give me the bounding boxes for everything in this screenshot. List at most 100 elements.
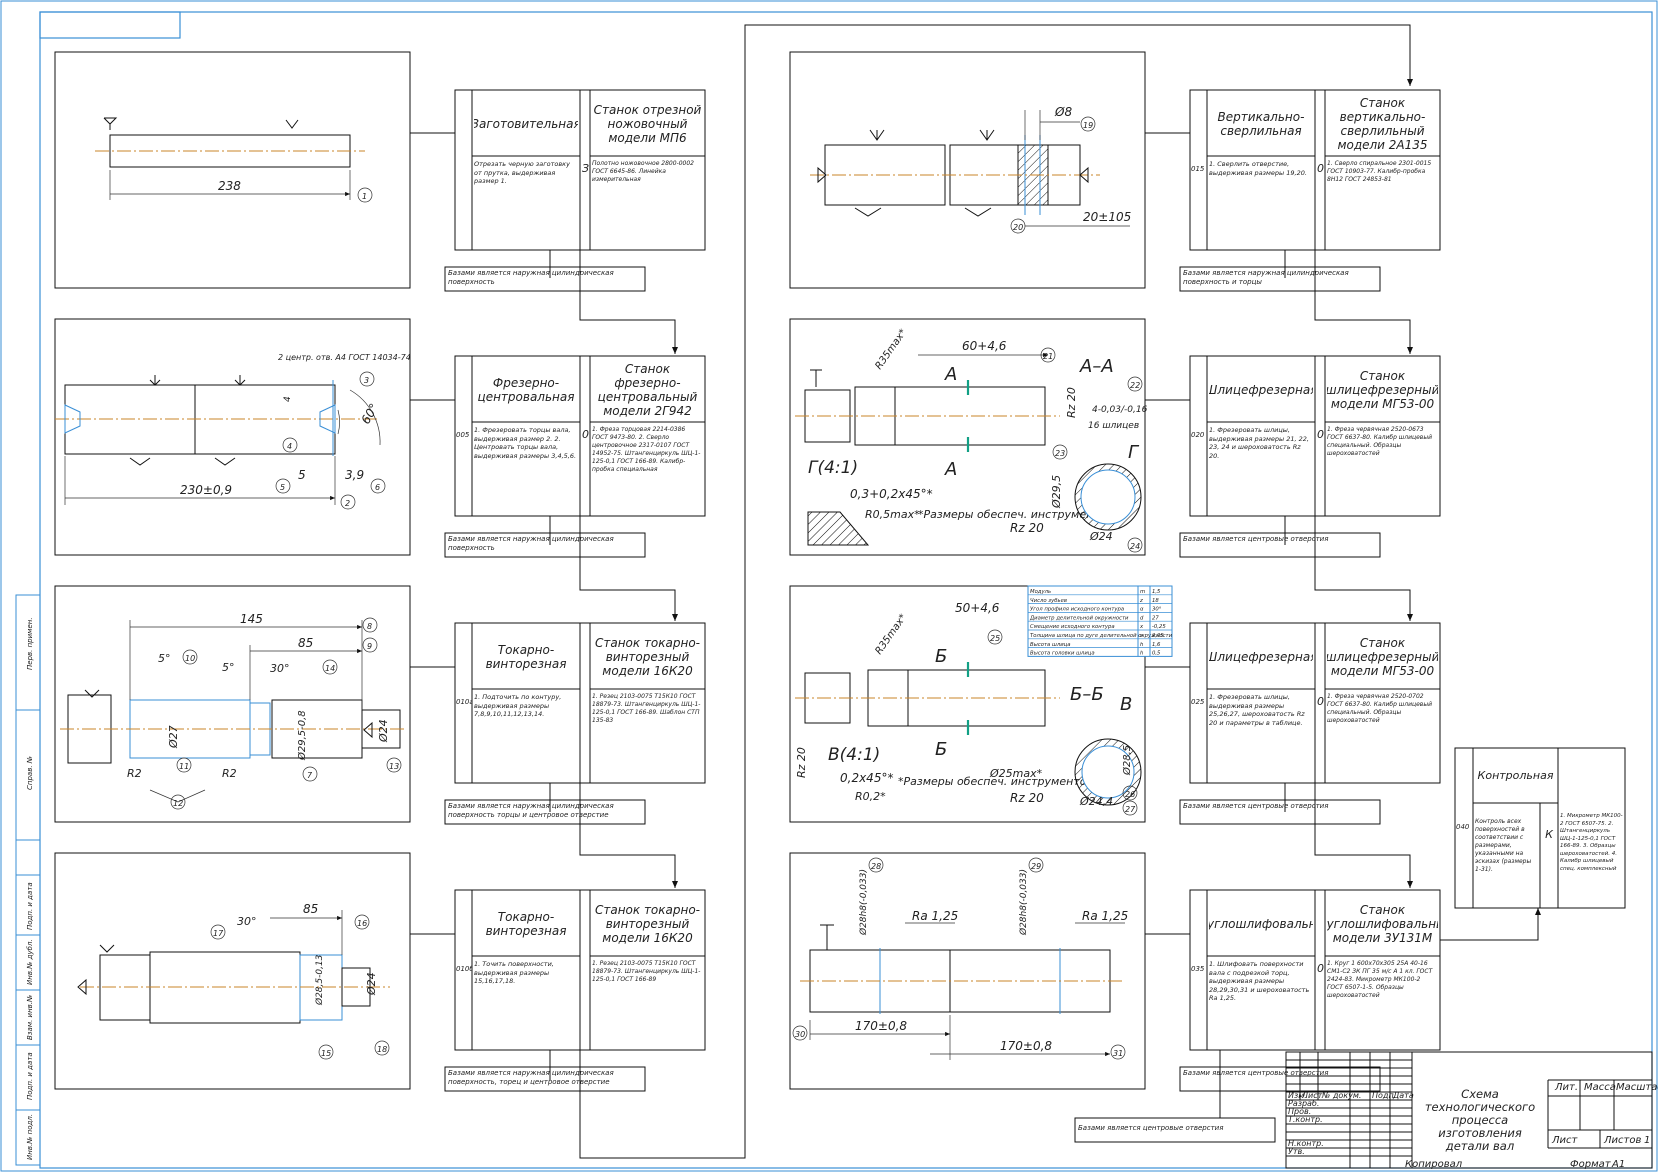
s6-r35: R35max* [873, 327, 909, 371]
op-machine-5: Станок шлицефрезерный модели МГ53-00 [1327, 368, 1438, 411]
ptable-cell-3-1: d [1140, 615, 1144, 621]
op-mode-2 [581, 695, 590, 709]
op-mode-control: К [1545, 828, 1553, 841]
op-card-control [1454, 747, 1626, 909]
base-note-4: Базами является наружная цилиндрическая … [1183, 269, 1349, 286]
op-code-5: 020 [1191, 431, 1205, 439]
ptable-cell-7-1: h [1140, 651, 1143, 657]
base-note-final: Базами является центровые отверстия [1078, 1124, 1224, 1132]
s6-note: *Размеры обеспеч. инструментом [918, 508, 1115, 521]
op-machine-7: Станок круглошлифовальный модели 3У131М [1327, 902, 1438, 945]
s8-n31: 31 [1113, 1049, 1123, 1058]
sketch-2: 2 центр. отв. А4 ГОСТ 14034-74 60° 230±0… [55, 353, 411, 510]
side-stamp-2: Взам. инв.№ [26, 995, 34, 1040]
op-card-7 [1189, 889, 1441, 1051]
s3-r2a: R2 [127, 767, 142, 780]
op-code-0 [456, 165, 472, 177]
s7-secBB: Б–Б [1070, 684, 1104, 705]
sketch-5: Ø8 20±105 19 20 [810, 105, 1131, 234]
s3-n8: 8 [367, 622, 372, 631]
s6-n24: 24 [1130, 542, 1140, 551]
s3-d145: 145 [240, 612, 263, 626]
op-mode-3 [581, 962, 590, 976]
s3-n9: 9 [367, 642, 372, 651]
s6-secAA: А–А [1079, 356, 1114, 377]
s2-n5: 5 [280, 483, 285, 492]
op-tools-5: 1. Фреза червячная 2520-0673 ГОСТ 6637-8… [1327, 426, 1432, 457]
s3-a5b: 5° [222, 661, 235, 674]
op-name-4: Вертикально-сверлильная [1217, 109, 1305, 138]
side-stamp-3: Инв.№ дубл. [26, 939, 34, 985]
s3-n11: 11 [179, 762, 189, 771]
ptable-cell-1-0: Число зубьев [1030, 598, 1067, 604]
s4-d24: Ø24 [365, 972, 378, 996]
s7-v41: В(4:1) [828, 745, 880, 765]
op-card-2 [454, 622, 706, 784]
op-tools-0: Полотно ножовочное 2800-0002 ГОСТ 6645-8… [592, 160, 695, 183]
s3-n13: 13 [389, 762, 399, 771]
s2-note: 2 центр. отв. А4 ГОСТ 14034-74 [278, 353, 411, 362]
s8-ra1: Ra 1,25 [912, 909, 958, 923]
op-machine-1: Станок фрезерно-центровальный модели 2Г9… [597, 362, 698, 417]
op-name-1: Фрезерно-центровальная [477, 375, 575, 404]
s7-d285: Ø28,5 [1121, 745, 1133, 776]
base-note-frame-1 [444, 532, 646, 558]
s5-d20: 20±105 [1083, 210, 1131, 224]
s3-n12: 12 [173, 799, 183, 808]
op-name-6: Шлицефрезерная [1209, 649, 1313, 664]
tb-sheet: Лист [1551, 1135, 1579, 1146]
tb-masshtab: Масштаб [1616, 1081, 1658, 1093]
s1-n1: 1 [362, 192, 367, 201]
op-machine-4: Станок вертикально-сверлильный модели 2А… [1337, 96, 1428, 151]
tb-sheets-count: 1 [1644, 1135, 1650, 1146]
ptable-cell-0-2: 1,5 [1152, 589, 1161, 595]
tb-utv: Утв. [1288, 1147, 1305, 1156]
tb-massa: Масса [1584, 1082, 1616, 1093]
op-tools-3: 1. Резец 2103-0075 Т15К10 ГОСТ 18879-73.… [592, 960, 701, 983]
s6-g41: Г(4:1) [808, 458, 858, 478]
op-content-5: 1. Фрезеровать шлицы, выдерживая размеры… [1209, 426, 1309, 460]
sketch-1: 238 1 [95, 117, 373, 203]
op-card-3 [454, 889, 706, 1051]
sketch-3: 145 85 5° 5° 30° Ø27 Ø29,5-0,8 Ø24 R2 R2… [60, 612, 405, 810]
op-mode-4: 0 [1317, 162, 1324, 175]
tb-copied: Копировал [1405, 1159, 1463, 1170]
base-note-frame-6 [1179, 799, 1381, 825]
s3-n10: 10 [185, 654, 195, 663]
op-mode-1: 0 [582, 428, 589, 441]
side-stamp-4: Подп. и дата [26, 882, 34, 930]
op-tools-2: 1. Резец 2103-0075 Т15К10 ГОСТ 18879-73.… [592, 693, 701, 724]
op-tools-7: 1. Круг 1 600х70х305 25А 40-16 СМ1-С2 ЗК… [1327, 960, 1433, 999]
s4-n16: 16 [357, 919, 367, 928]
base-note-frame-0 [444, 266, 646, 292]
s7-v: В [1120, 694, 1132, 715]
ptable-cell-1-1: z [1139, 598, 1143, 604]
tb-sign: Подп. [1372, 1091, 1396, 1100]
s7-n27: 27 [1125, 805, 1136, 814]
op-content-6: 1. Фрезеровать шлицы, выдерживая размеры… [1209, 693, 1305, 727]
ptable-cell-7-2: 0,5 [1152, 651, 1161, 657]
s2-n3: 3 [364, 376, 369, 385]
s1-len: 238 [218, 179, 241, 193]
s7-secB1: Б [935, 646, 947, 667]
ptable-cell-0-0: Модуль [1030, 589, 1051, 595]
s6-d60: 60+4,6 [962, 339, 1007, 353]
base-note-1: Базами является наружная цилиндрическая … [448, 535, 614, 552]
s6-secA1: А [944, 364, 957, 385]
op-tools-1: 1. Фреза торцовая 2214-0386 ГОСТ 9473-80… [592, 426, 701, 473]
op-code-2: 010а [456, 698, 472, 706]
s7-r02: R0,2* [855, 790, 886, 803]
s6-n22: 22 [1130, 381, 1140, 390]
sketch-6: А А А–А R35max* 60+4,6 Г(4:1) 0,3+0,2x45… [795, 327, 1148, 553]
base-note-2: Базами является наружная цилиндрическая … [448, 802, 614, 819]
title-block [1285, 1051, 1653, 1169]
s2-len: 230±0,9 [180, 483, 232, 497]
s7-r35: R35max* [873, 612, 909, 656]
op-code-6: 025 [1191, 698, 1205, 706]
ptable-cell-4-1: x [1139, 624, 1144, 630]
s6-secA2: А [944, 459, 957, 480]
